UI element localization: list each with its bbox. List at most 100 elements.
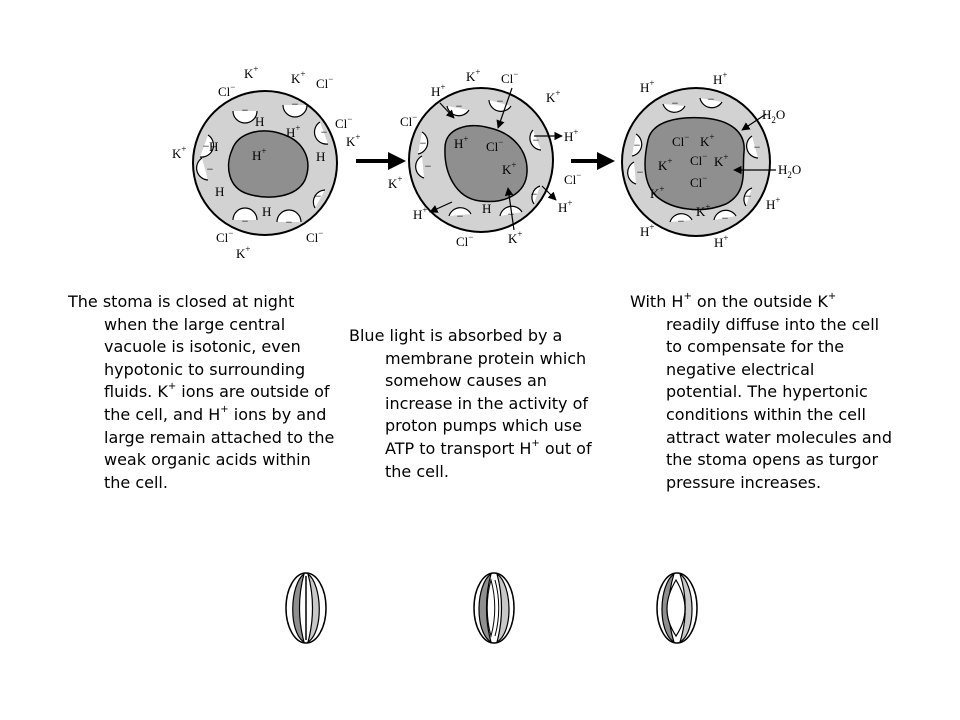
cell-1-h: H xyxy=(209,139,218,154)
cell-2-minus: − xyxy=(533,133,540,147)
superscript-plus: + xyxy=(220,403,229,415)
cell-3-minus: − xyxy=(678,214,685,228)
cell-1-h: H xyxy=(255,114,264,129)
cell-1-k: K+ xyxy=(291,69,305,86)
cell-blue-light: − − − − − − − − H+ Cl− K+ H H+ K+ Cl− K+… xyxy=(388,67,581,249)
cell-2-cl: Cl− xyxy=(456,232,473,249)
cell-3-h: H+ xyxy=(714,233,728,250)
cell-1-k: K+ xyxy=(346,132,360,149)
cell-2-minus: − xyxy=(425,159,432,173)
cell-1-cl: Cl− xyxy=(306,228,323,245)
cell-3-minus: − xyxy=(708,92,715,106)
cell-2-arrow xyxy=(429,201,453,213)
cell-3-cl: Cl− xyxy=(690,151,707,168)
cell-2-k: K+ xyxy=(508,229,522,246)
cell-3-minus: − xyxy=(754,140,761,154)
cell-2-cl: Cl− xyxy=(486,137,503,154)
cell-1-h: H+ xyxy=(252,146,266,163)
cell-3-vacuole xyxy=(644,116,745,211)
cell-2-h: H+ xyxy=(431,82,445,99)
cell-1-k: K+ xyxy=(172,144,186,161)
superscript-plus: + xyxy=(167,381,177,393)
desc-closed-text: ions are outside of the cell, and H xyxy=(104,382,330,424)
cell-2-arrow xyxy=(439,102,455,119)
cell-2-arrow xyxy=(496,87,513,129)
desc-open-text: With H xyxy=(630,292,684,311)
cell-3-k: K+ xyxy=(658,156,672,173)
cell-2-minus: − xyxy=(420,136,427,150)
cell-1-h: H+ xyxy=(286,123,300,140)
cell-2-minus: − xyxy=(497,94,504,108)
cell-2-k: K+ xyxy=(466,67,480,84)
cell-1-minus: − xyxy=(286,215,293,229)
cell-1-cl: Cl− xyxy=(218,82,235,99)
superscript-plus: + xyxy=(827,291,837,302)
cell-2-cl: Cl− xyxy=(564,170,581,187)
cell-1-minus: − xyxy=(292,97,299,111)
cell-2-minus: − xyxy=(456,99,463,113)
cell-1-minus: − xyxy=(242,103,249,117)
cell-3-h2o: H2O xyxy=(762,107,785,125)
cell-3-k: K+ xyxy=(650,184,664,201)
superscript-plus: + xyxy=(531,437,540,449)
cell-2-vacuole xyxy=(444,125,528,203)
cell-1-h: H xyxy=(215,184,224,199)
cell-2-minus: − xyxy=(457,209,464,223)
stoma-closed-icon xyxy=(285,572,327,644)
cell-3-minus: − xyxy=(634,138,641,152)
cell-1-minus: − xyxy=(203,139,210,153)
cell-1-minus: − xyxy=(321,125,328,139)
cell-1-minus: − xyxy=(315,189,322,203)
cell-3-h2o: H2O xyxy=(778,162,801,180)
cell-1-minus: − xyxy=(242,214,249,228)
cell-2-h: H+ xyxy=(558,198,572,215)
cell-closed: − − − − − − − − H H+ H+ H H H H K+ K+ Cl… xyxy=(172,64,360,261)
cell-2-k: K+ xyxy=(502,160,516,177)
cell-3-minus: − xyxy=(722,211,729,225)
description-blue-light: Blue light is absorbed by a membrane pro… xyxy=(349,325,613,483)
cell-3-k: K+ xyxy=(700,132,714,149)
cell-3-h: H+ xyxy=(713,70,727,87)
cell-3-minus: − xyxy=(745,189,752,203)
cell-2-h: H+ xyxy=(564,127,578,144)
cell-3-k: K+ xyxy=(714,152,728,169)
cell-2-cl: Cl− xyxy=(400,112,417,129)
cell-1-h: H xyxy=(316,149,325,164)
cell-2-k: K+ xyxy=(388,174,402,191)
cell-1-cl: Cl− xyxy=(216,228,233,245)
cell-2-arrow xyxy=(504,187,515,231)
desc-blue-light-text: Blue light is absorbed by a membrane pro… xyxy=(349,326,589,458)
cell-3-cl: Cl− xyxy=(672,132,689,149)
cell-1-cl: Cl− xyxy=(316,74,333,91)
desc-blue-light-text: out of the cell. xyxy=(385,438,592,481)
desc-open-text: on the outside K xyxy=(691,292,828,311)
arrow-1 xyxy=(356,152,406,170)
superscript-plus: + xyxy=(683,291,692,302)
cell-1-h: H xyxy=(262,204,271,219)
cell-3-h: H+ xyxy=(640,222,654,239)
stoma-partially-open-icon xyxy=(473,572,515,644)
cell-3-h: H+ xyxy=(640,78,654,95)
cell-1-cl: Cl− xyxy=(335,114,352,131)
cell-2-minus: − xyxy=(531,187,538,201)
stoma-open-icon xyxy=(656,572,698,644)
desc-closed-text: The stoma is closed at night when the la… xyxy=(68,292,306,402)
cell-1-k: K+ xyxy=(244,64,258,81)
cell-3-water-arrow xyxy=(741,113,767,131)
cell-2-h: H xyxy=(482,201,491,216)
cell-open: − − − − − − − − Cl− K+ Cl− K+ K+ Cl− K+ … xyxy=(621,70,801,250)
cell-3-minus: − xyxy=(672,96,679,110)
cell-3-minus: − xyxy=(637,165,644,179)
arrow-2 xyxy=(571,152,615,170)
cell-2-cl: Cl− xyxy=(501,69,518,86)
description-open: With H+ on the outside K+ readily diffus… xyxy=(630,291,892,494)
description-closed: The stoma is closed at night when the la… xyxy=(68,291,340,494)
cell-2-h: H+ xyxy=(413,205,427,222)
cell-2-arrow xyxy=(541,185,557,201)
cell-3-k: K+ xyxy=(696,202,710,219)
cell-3-cl: Cl− xyxy=(690,173,707,190)
cell-3-h: H+ xyxy=(766,195,780,212)
desc-open-text: readily diffuse into the cell to compens… xyxy=(666,314,892,492)
cell-2-k: K+ xyxy=(546,88,560,105)
